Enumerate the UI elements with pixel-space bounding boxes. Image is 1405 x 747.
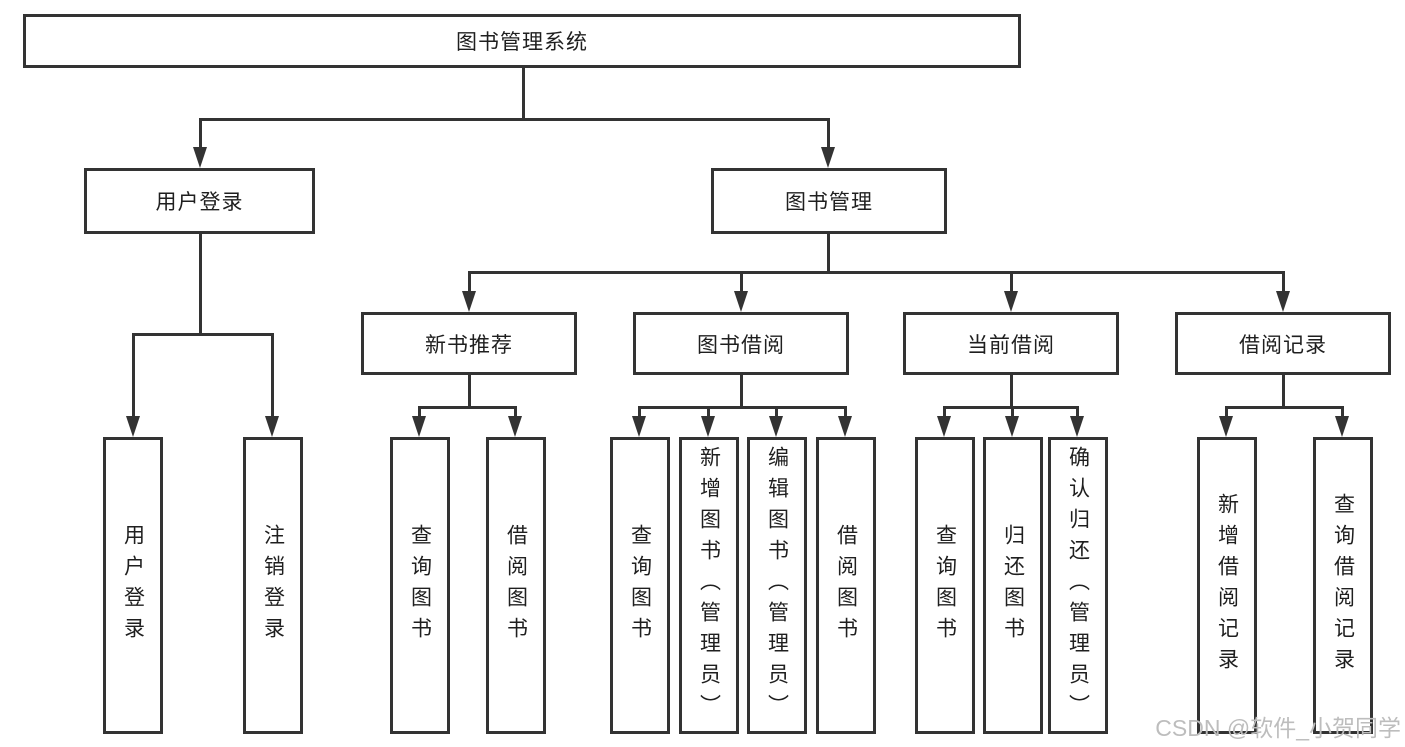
node-label: 图书借阅	[697, 333, 785, 357]
leaf-user-login: 用户登录	[103, 437, 163, 734]
arrow-down-icon	[1219, 416, 1233, 437]
arrow-down-icon	[412, 416, 426, 437]
node-label: 查询图书	[408, 523, 432, 648]
node-label: 用户登录	[121, 523, 145, 648]
connector-vline	[740, 271, 743, 295]
arrow-down-icon	[701, 416, 715, 437]
arrow-down-icon	[508, 416, 522, 437]
connector-vline	[827, 234, 830, 274]
arrow-down-icon	[769, 416, 783, 437]
arrow-down-icon	[734, 291, 748, 312]
node-label: 用户登录	[155, 191, 244, 214]
connector-vline	[1341, 406, 1344, 420]
leaf-add-books-admin: 新增图书（管理员）	[679, 437, 739, 734]
leaf-borrow-books-recommend: 借阅图书	[486, 437, 546, 734]
arrow-down-icon	[838, 416, 852, 437]
connector-vline	[638, 406, 641, 420]
leaf-query-books-recommend: 查询图书	[390, 437, 450, 734]
connector-vline	[132, 333, 135, 418]
node-label: 借阅图书	[834, 523, 858, 648]
connector-hline	[638, 406, 847, 409]
connector-vline	[271, 333, 274, 418]
arrow-down-icon	[1070, 416, 1084, 437]
connector-hline	[418, 406, 517, 409]
leaf-edit-books-admin: 编辑图书（管理员）	[747, 437, 807, 734]
arrow-down-icon	[126, 416, 140, 437]
arrow-down-icon	[1335, 416, 1349, 437]
connector-vline	[1010, 375, 1013, 408]
node-label: 借阅图书	[504, 523, 528, 648]
node-label: 编辑图书（管理员）	[765, 446, 789, 725]
node-book-management: 图书管理	[711, 168, 947, 234]
arrow-down-icon	[265, 416, 279, 437]
leaf-query-books-borrowing: 查询图书	[610, 437, 670, 734]
connector-vline	[775, 406, 778, 420]
node-label: 查询图书	[628, 523, 652, 648]
connector-vline	[1225, 406, 1228, 420]
connector-vline	[740, 375, 743, 408]
node-label: 新增图书（管理员）	[697, 446, 721, 725]
connector-vline	[827, 118, 830, 154]
connector-vline	[943, 406, 946, 420]
leaf-borrow-books-borrowing: 借阅图书	[816, 437, 876, 734]
connector-hline	[132, 333, 274, 336]
connector-vline	[1076, 406, 1079, 420]
node-label: 注销登录	[261, 523, 285, 648]
connector-vline	[1011, 406, 1014, 420]
connector-vline	[514, 406, 517, 420]
node-new-book-recommend: 新书推荐	[361, 312, 577, 375]
node-label: 查询借阅记录	[1331, 492, 1355, 679]
arrow-down-icon	[1005, 416, 1019, 437]
arrow-down-icon	[632, 416, 646, 437]
connector-vline	[522, 68, 525, 120]
node-label: 确认归还（管理员）	[1066, 446, 1090, 725]
arrow-down-icon	[937, 416, 951, 437]
connector-vline	[1010, 271, 1013, 295]
arrow-down-icon	[462, 291, 476, 312]
node-current-borrowing: 当前借阅	[903, 312, 1119, 375]
connector-vline	[418, 406, 421, 420]
connector-vline	[707, 406, 710, 420]
connector-vline	[199, 118, 202, 154]
node-label: 借阅记录	[1239, 333, 1327, 357]
node-label: 新增借阅记录	[1215, 492, 1239, 679]
node-book-borrowing: 图书借阅	[633, 312, 849, 375]
connector-hline	[468, 271, 1285, 274]
node-label: 当前借阅	[967, 333, 1055, 357]
node-label: 查询图书	[933, 523, 957, 648]
leaf-confirm-return-admin: 确认归还（管理员）	[1048, 437, 1108, 734]
node-library-management-system: 图书管理系统	[23, 14, 1021, 68]
arrow-down-icon	[1276, 291, 1290, 312]
node-label: 图书管理	[785, 191, 873, 214]
leaf-query-borrow-record: 查询借阅记录	[1313, 437, 1373, 734]
connector-vline	[1282, 375, 1285, 408]
connector-vline	[468, 375, 471, 408]
arrow-down-icon	[1004, 291, 1018, 312]
arrow-down-icon	[193, 147, 207, 168]
leaf-logout: 注销登录	[243, 437, 303, 734]
node-label: 新书推荐	[425, 333, 513, 357]
connector-vline	[468, 271, 471, 295]
leaf-query-books-current: 查询图书	[915, 437, 975, 734]
leaf-add-borrow-record: 新增借阅记录	[1197, 437, 1257, 734]
node-user-login: 用户登录	[84, 168, 315, 234]
watermark-text: CSDN @软件_小贺同学	[1155, 715, 1401, 741]
connector-hline	[1225, 406, 1344, 409]
connector-vline	[199, 234, 202, 335]
connector-vline	[1282, 271, 1285, 295]
node-label: 归还图书	[1001, 523, 1025, 648]
leaf-return-books: 归还图书	[983, 437, 1043, 734]
connector-vline	[844, 406, 847, 420]
node-borrowing-records: 借阅记录	[1175, 312, 1391, 375]
arrow-down-icon	[821, 147, 835, 168]
node-label: 图书管理系统	[456, 31, 588, 54]
connector-hline	[199, 118, 830, 121]
